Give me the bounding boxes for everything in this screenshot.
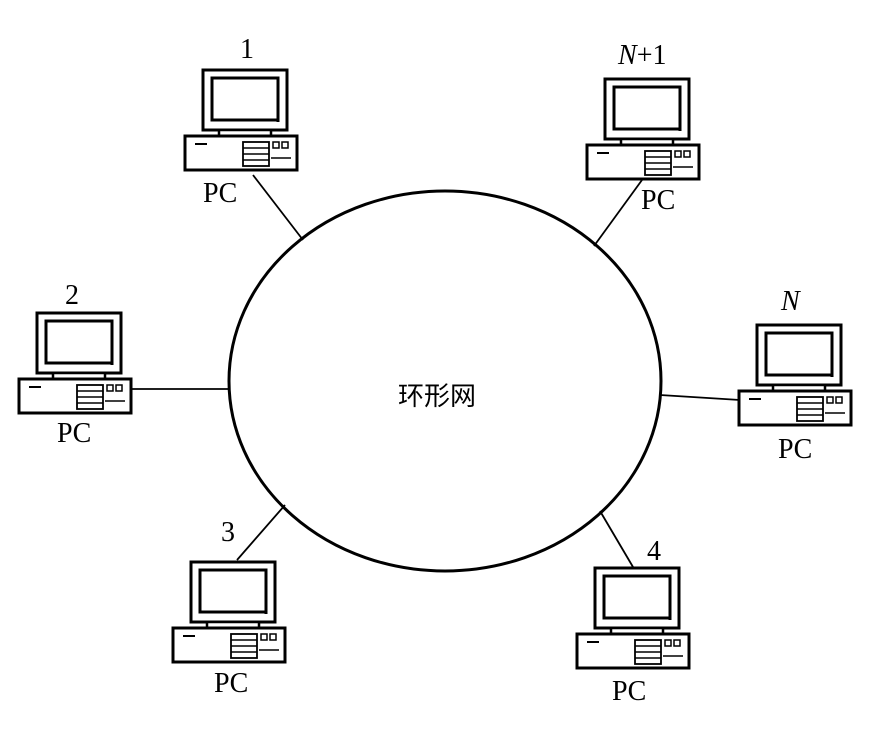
node-number-n-plus-1: N+1	[618, 42, 666, 70]
node-number-n-plus-1-rest: +1	[636, 40, 667, 71]
computer-icon	[183, 68, 299, 172]
pc-label-n: PC	[778, 434, 813, 465]
pc-label-4: PC	[612, 676, 647, 707]
pc-label-1: PC	[203, 178, 238, 209]
pc-label-n-plus-1: PC	[641, 185, 676, 216]
link-1	[252, 174, 304, 241]
node-number-n: N	[781, 288, 800, 316]
computer-icon	[575, 566, 691, 670]
computer-icon	[737, 323, 853, 427]
link-n	[659, 394, 741, 401]
node-number-2: 2	[65, 280, 79, 311]
pc-label-2: PC	[57, 418, 92, 449]
ring-network	[227, 189, 663, 573]
link-4	[599, 510, 634, 568]
node-number-n-plus-1-italic: N	[618, 40, 637, 71]
node-number-n-italic: N	[781, 286, 800, 317]
node-number-4: 4	[647, 536, 661, 567]
node-number-3: 3	[221, 517, 235, 548]
computer-icon	[171, 560, 287, 664]
ring-label: 环形网	[398, 382, 477, 412]
pc-label-3: PC	[214, 668, 249, 699]
node-number-1: 1	[240, 34, 254, 65]
computer-icon	[585, 77, 701, 181]
computer-icon	[17, 311, 133, 415]
link-3	[236, 504, 286, 561]
link-n+1	[593, 179, 643, 247]
